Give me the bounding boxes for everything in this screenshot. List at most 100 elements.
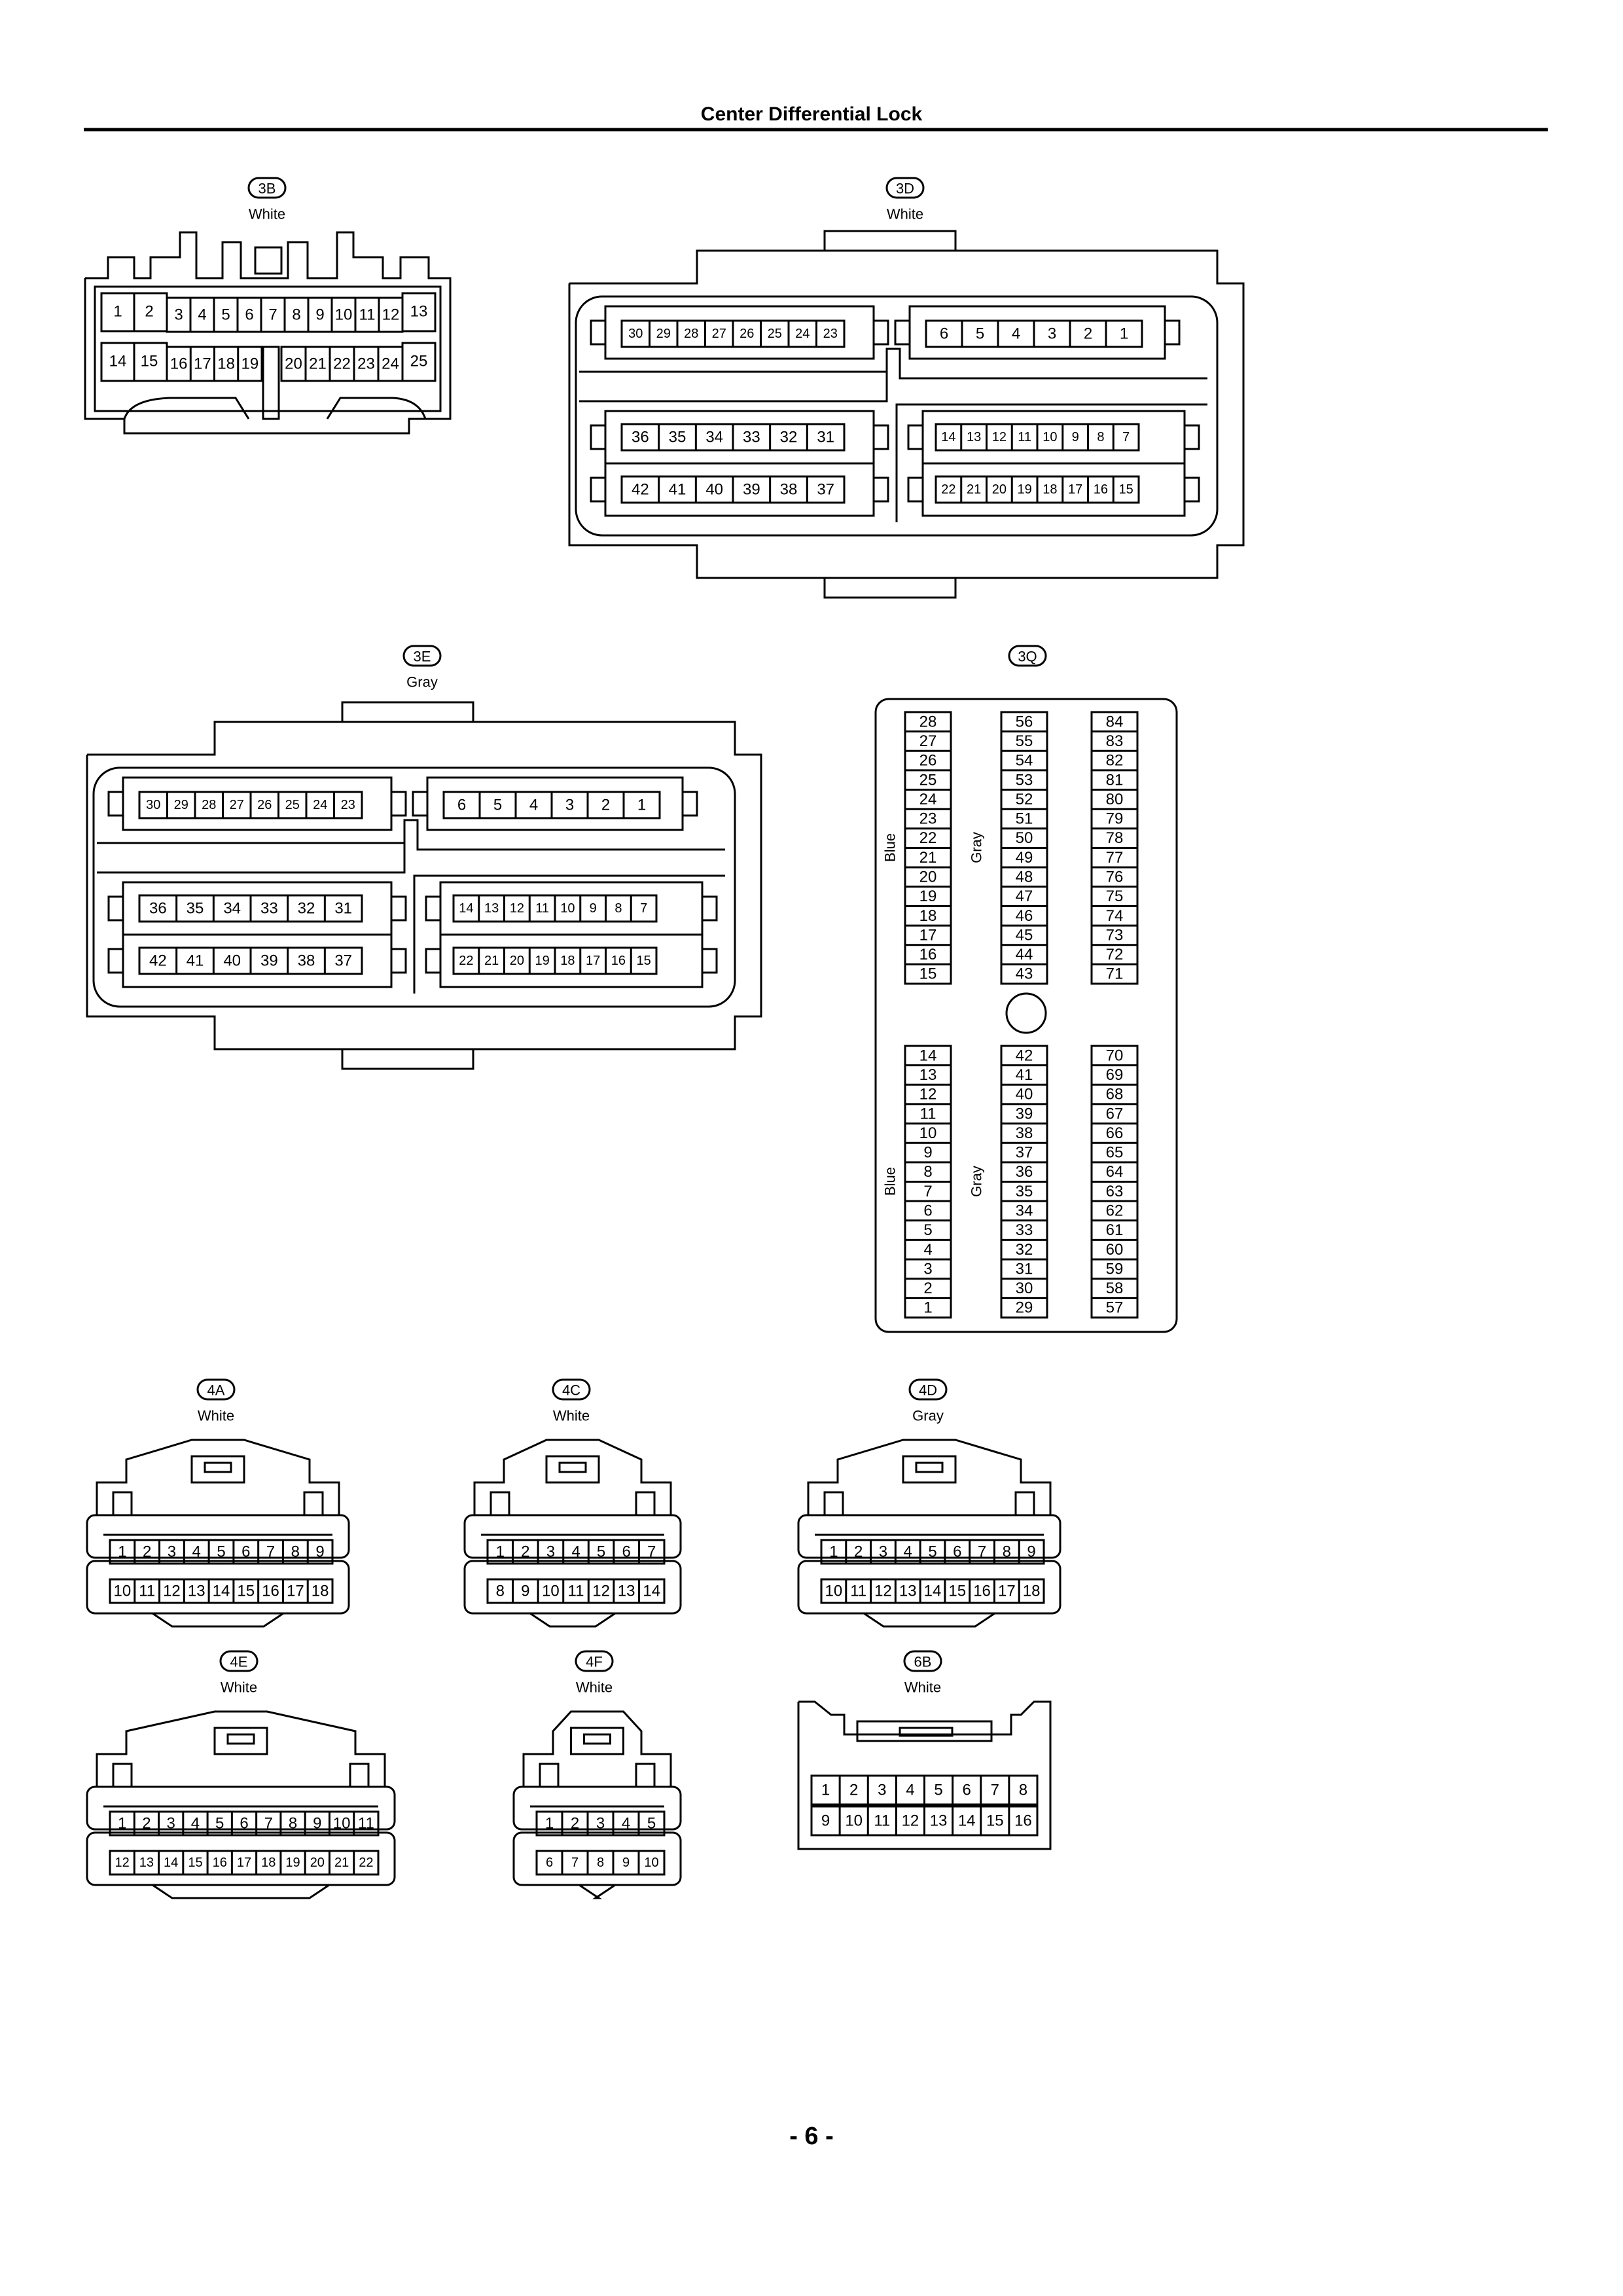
connector-latch-housing: [96, 1710, 386, 1787]
pin-number: 12: [592, 1583, 610, 1600]
connector-latch: [570, 1727, 624, 1755]
pin-number: 54: [1016, 752, 1033, 770]
pin-number: 3: [879, 1543, 887, 1561]
pin-number: 68: [1106, 1086, 1124, 1103]
connector-code: 3Q: [1018, 649, 1037, 665]
pin-number: 7: [640, 901, 647, 916]
pin-number: 7: [268, 306, 277, 324]
pin-number: 19: [1018, 482, 1032, 497]
connector-lock-ramp: [579, 1884, 616, 1899]
pin-number: 50: [1016, 829, 1033, 847]
pin-number: 6: [953, 1543, 961, 1561]
connector-inner-face: [92, 766, 736, 1008]
pin-number: 8: [496, 1583, 505, 1600]
pin-number: 28: [202, 798, 216, 812]
connector-guide: [539, 1763, 560, 1788]
pin-number: 32: [780, 429, 798, 446]
pin-number: 2: [142, 1815, 151, 1833]
pin-number: 15: [141, 353, 158, 370]
pin-number: 8: [615, 901, 622, 916]
pin-number: 5: [597, 1543, 605, 1561]
connector-tag: 4C: [552, 1378, 591, 1401]
connector-cavity-lock: [425, 948, 442, 974]
pin-number: 34: [223, 900, 241, 918]
pin-number: 24: [795, 327, 810, 341]
pin-number: 7: [266, 1543, 275, 1561]
connector-color-label: White: [221, 1679, 257, 1696]
pin-number: 6: [923, 1202, 932, 1219]
pin-number: 16: [170, 355, 188, 373]
connector-lock-ramp: [152, 1884, 330, 1899]
pin-number: 3: [596, 1815, 605, 1833]
connector-cavity-lock: [107, 791, 124, 817]
connector-cavity-lock: [872, 476, 889, 503]
pin-number: 16: [213, 1856, 227, 1870]
connector-lock-ramp: [863, 1612, 995, 1628]
pin-number: 2: [571, 1815, 579, 1833]
connector-3b-face: [94, 285, 442, 412]
connector-upper-body: [86, 1514, 350, 1559]
connector-cavity-lock: [1183, 476, 1200, 503]
pin-number: 17: [194, 355, 211, 373]
connector-latch-window: [558, 1462, 587, 1473]
pin-number: 3: [1048, 325, 1056, 343]
pin-number: 7: [991, 1782, 999, 1799]
pin-number: 9: [521, 1583, 529, 1600]
pin-number: 24: [919, 791, 937, 808]
connector-color-label: White: [904, 1679, 941, 1696]
pin-number: 5: [976, 325, 984, 343]
connector-3b-lock: [326, 397, 427, 420]
pin-number: 2: [854, 1543, 863, 1561]
pin-number: 57: [1106, 1299, 1124, 1317]
pin-number: 12: [510, 901, 524, 916]
connector-latch: [545, 1455, 600, 1484]
connector-latch-housing: [807, 1439, 1052, 1515]
pin-number: 30: [1016, 1280, 1033, 1297]
pin-number: 18: [1043, 482, 1057, 497]
pin-number: 25: [410, 353, 428, 370]
pin-number: 26: [740, 327, 754, 341]
connector-guide: [349, 1763, 370, 1788]
connector-latch-window: [226, 1733, 255, 1745]
connector-cavity-lock: [412, 791, 429, 817]
pin-number: 37: [334, 952, 352, 970]
pin-number: 21: [309, 355, 327, 373]
connector-rib: [895, 403, 1207, 522]
pin-number: 10: [335, 306, 353, 324]
pin-number: 41: [1016, 1066, 1033, 1084]
pin-number: 53: [1016, 771, 1033, 789]
connector-tag-badge: [1008, 645, 1047, 667]
connector-top-tab: [823, 230, 957, 252]
pin-number: 3: [167, 1815, 175, 1833]
connector-shell: [568, 249, 1245, 579]
pin-number: 6: [245, 306, 253, 324]
connector-lower-body: [463, 1560, 682, 1615]
connector-cavity-lock: [907, 476, 924, 503]
connector-tag-badge: [575, 1650, 614, 1672]
pin-number: 14: [164, 1856, 178, 1870]
pin-number: 14: [958, 1812, 976, 1830]
pin-number: 9: [821, 1812, 830, 1830]
pin-cell: [401, 342, 437, 382]
connector-tag-badge: [885, 177, 925, 199]
connector-code: 4E: [230, 1654, 248, 1670]
connector-latch-housing: [96, 1439, 340, 1515]
connector-guide: [635, 1763, 656, 1788]
pin-number: 11: [358, 1815, 374, 1833]
pin-number: 34: [705, 429, 723, 446]
pin-number: 71: [1106, 965, 1124, 983]
pin-number: 20: [919, 868, 937, 886]
connector-lock-ramp: [152, 1612, 284, 1628]
connector-cavity-lock: [701, 895, 718, 922]
pin-number: 9: [590, 901, 597, 916]
pin-number: 6: [240, 1815, 248, 1833]
pin-number: 48: [1016, 868, 1033, 886]
pin-number: 16: [1014, 1812, 1032, 1830]
connector-lower-body: [797, 1560, 1061, 1615]
pin-number: 18: [560, 954, 575, 968]
pin-number: 27: [919, 732, 937, 750]
pin-number: 12: [919, 1086, 937, 1103]
pin-number: 29: [656, 327, 671, 341]
pin-number: 78: [1106, 829, 1124, 847]
